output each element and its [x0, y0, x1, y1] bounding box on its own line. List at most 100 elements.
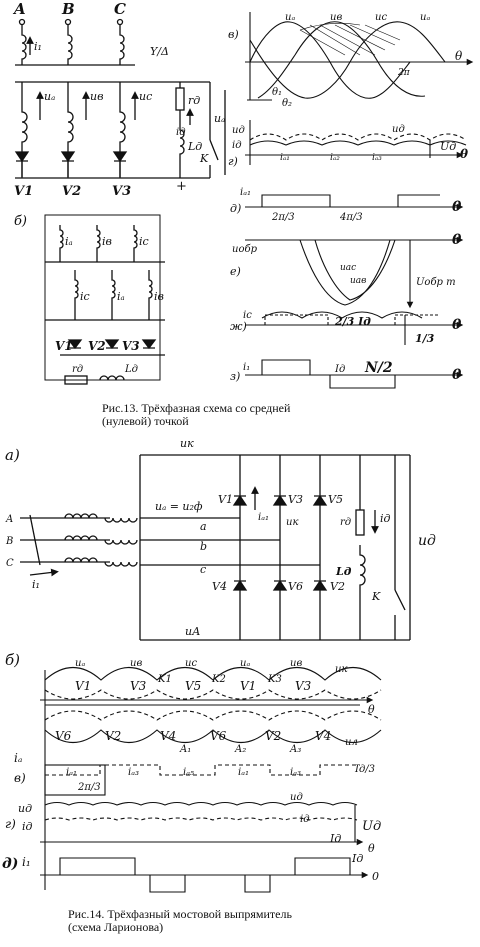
fig14d-label: д)	[2, 856, 18, 872]
g-theta-v: θ	[455, 49, 463, 63]
g-Ud: Uд	[440, 140, 456, 153]
f14-iv: iₐ	[14, 751, 22, 765]
ua-label: uₐ	[44, 90, 55, 103]
g-ic: iс	[243, 310, 252, 321]
graph-v-label: в)	[228, 28, 239, 41]
g-iv1-d: iₐ₁	[240, 187, 251, 198]
uc-label: uс	[139, 90, 152, 103]
f14-uk-top: uк	[180, 437, 194, 450]
fig13-caption-line1: Рис.13. Трёхфазная схема со средней	[102, 401, 291, 415]
f14-seq1: iₐ₁	[66, 767, 77, 778]
f14-theta2: θ	[368, 842, 375, 855]
f14-tp-ua2: uₐ	[240, 658, 250, 669]
f14-ud: uд	[418, 533, 436, 549]
graph-g-label: г)	[228, 155, 238, 168]
f14-tp-ub: uв	[130, 658, 142, 669]
phase-a-label: A	[12, 0, 26, 18]
b-ia: iₐ	[65, 235, 73, 248]
g-theta-z: θ	[452, 367, 462, 383]
g-ud: uд	[232, 125, 245, 136]
f14-v5: V5	[328, 493, 343, 506]
f14-d-Id: Iд	[351, 852, 363, 865]
v1-label: V1	[14, 184, 33, 199]
f14-uA: uА	[185, 625, 200, 638]
fig14-circuit	[20, 454, 411, 641]
phase-b-label: B	[61, 0, 75, 18]
ud-label: uₐ	[214, 112, 225, 125]
f14-ud-v1: V1	[75, 679, 91, 693]
fig13-circuit	[14, 18, 226, 179]
f14-ua-eq: uₐ = u₂ф	[155, 500, 203, 513]
f14-wire-c: c	[200, 563, 206, 576]
graph-d-label: д)	[230, 202, 241, 215]
g-ua: uₐ	[285, 12, 295, 23]
fig13-caption-line2: (нулевой) точкой	[102, 414, 189, 428]
fig13b-circuit	[44, 214, 165, 385]
f14-ud-k2: K2	[211, 674, 226, 685]
fig14-caption-line1: Рис.14. Трёхфазный мостовой выпрямитель	[68, 907, 292, 921]
key-label: K	[199, 152, 209, 165]
f14-ld-v6b: V6	[210, 729, 227, 743]
f14-lp-a3: A₃	[289, 744, 301, 755]
ub-label: uв	[90, 90, 104, 103]
g-theta1: θ₁	[272, 87, 282, 98]
f14-iv1: iₐ₁	[258, 512, 269, 523]
b-ib2: iв	[154, 290, 164, 303]
f14-ld-v4b: V4	[315, 729, 331, 743]
f14-ld-v4: V4	[160, 729, 176, 743]
f14-ld-v6: V6	[55, 729, 72, 743]
plus-label: +	[176, 179, 187, 194]
f14-zero: 0	[372, 870, 379, 883]
g-theta-g: θ	[460, 147, 468, 161]
graph-e-label: е)	[230, 265, 241, 278]
f14-tp-uc: uс	[185, 658, 197, 669]
g-i1: i₁	[243, 362, 250, 373]
fig14-caption-line2: (схема Ларионова)	[68, 920, 164, 934]
g-uac: uас	[340, 263, 356, 273]
f14-v1: V1	[218, 493, 233, 506]
g-2pi: 2π	[397, 68, 411, 78]
b-ib: iв	[102, 235, 112, 248]
g-theta-zh: θ	[452, 317, 462, 333]
f14-Id: Iд	[329, 832, 341, 845]
g-theta-d: θ	[452, 199, 462, 215]
f14-wire-b: b	[200, 540, 207, 553]
fig13-caption: Рис.13. Трёхфазная схема со средней (нул…	[102, 402, 290, 428]
f14-i1: i₁	[32, 578, 40, 591]
fig14b-label: б)	[5, 651, 20, 669]
f14-seq3: iₐ₅	[183, 767, 194, 778]
b-r: rд	[72, 364, 83, 375]
f14-ld-v2: V2	[105, 729, 121, 743]
b-v2: V2	[88, 339, 106, 353]
f14-r: rд	[340, 517, 351, 528]
f14-B: B	[5, 536, 13, 547]
f14-Ud: Uд	[362, 819, 381, 834]
g-theta2: θ₂	[282, 98, 292, 109]
fig13b-label: б)	[14, 214, 27, 229]
g-iv3: iₐ₃	[372, 153, 382, 163]
b-l: Lд	[124, 364, 138, 375]
f14-g-ud: uд	[18, 802, 32, 815]
f14-g-id: iд	[22, 820, 33, 833]
g-one-third: 1/3	[415, 332, 435, 345]
g-id: iд	[232, 140, 242, 151]
fig13-graphs	[245, 12, 474, 389]
g-uc: uс	[375, 12, 387, 23]
f14-v4: V4	[212, 580, 227, 593]
g-iv1: iₐ₁	[280, 153, 290, 163]
f14-ud-k1: K1	[157, 674, 172, 685]
g-iv2: iₐ₂	[330, 153, 340, 163]
f14-lp-a1: A₁	[179, 744, 191, 755]
graph-z-label: з)	[230, 370, 240, 383]
f14-ud-v1b: V1	[240, 679, 256, 693]
g-uab: uав	[350, 276, 366, 286]
i1-label: i₁	[34, 40, 42, 53]
v3-label: V3	[112, 184, 131, 199]
f14-v3: V3	[288, 493, 303, 506]
r-load-label: rд	[188, 94, 200, 107]
f14-l: Lд	[335, 565, 352, 578]
transformer-label: Y/Δ	[150, 45, 169, 58]
f14-ld-v2b: V2	[265, 729, 281, 743]
fig14-graphs	[40, 667, 382, 893]
f14-key: K	[371, 590, 381, 603]
